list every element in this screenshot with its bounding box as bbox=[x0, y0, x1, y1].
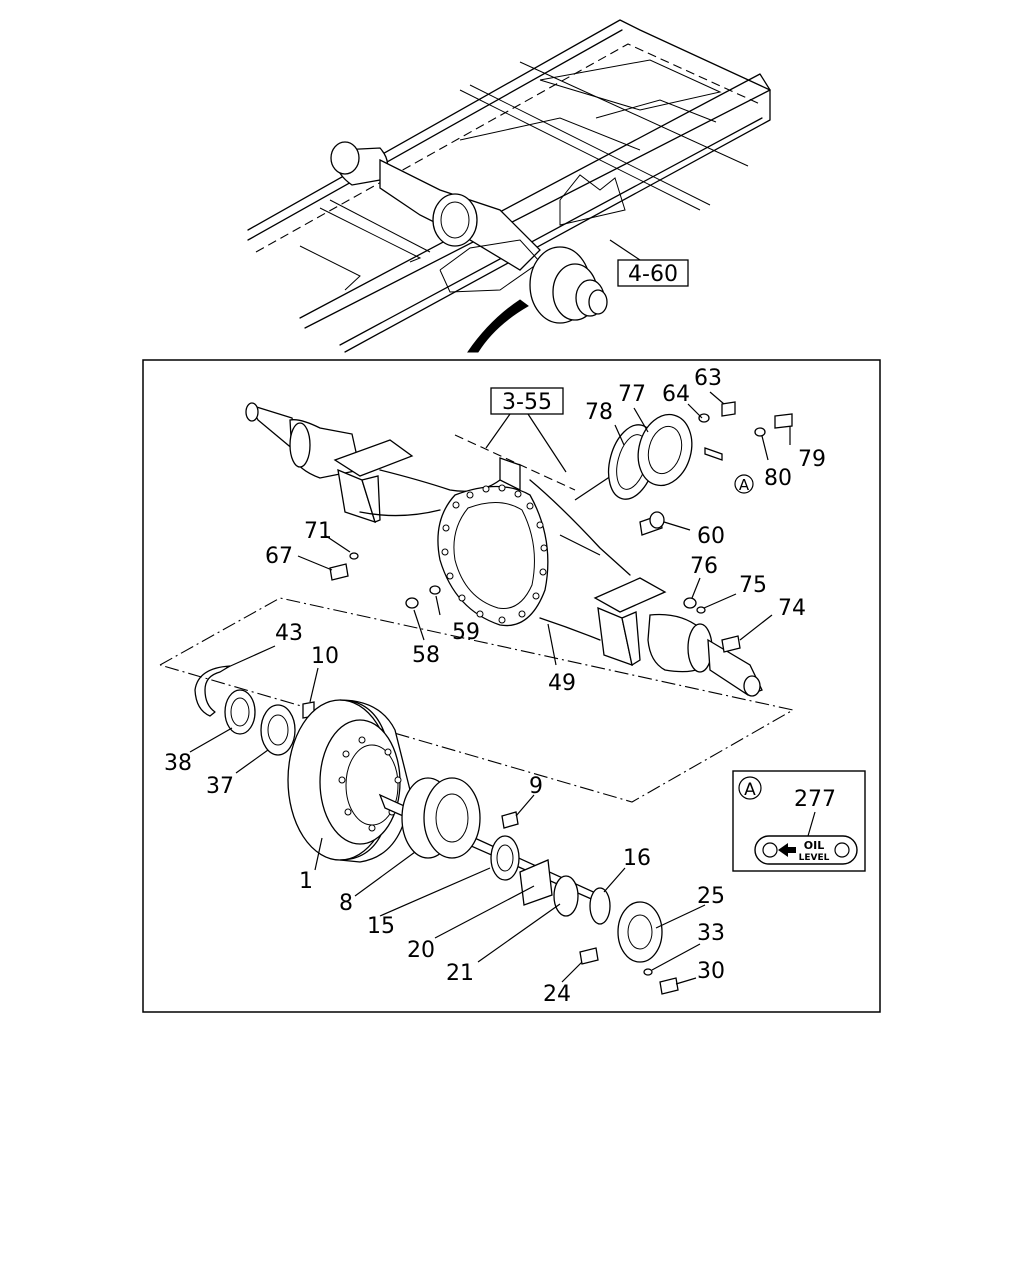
callout-numbers: 63 77 64 78 79 80 60 71 67 76 75 74 59 5… bbox=[164, 366, 826, 1007]
detail-part-number: 277 bbox=[794, 787, 836, 812]
cover-gasket-parts: A bbox=[607, 401, 793, 536]
callout-77: 77 bbox=[618, 382, 646, 407]
callout-25: 25 bbox=[697, 884, 725, 909]
callout-10: 10 bbox=[311, 644, 339, 669]
level-label: LEVEL bbox=[799, 853, 830, 863]
hub-drum-assembly bbox=[194, 665, 679, 995]
callout-33: 33 bbox=[697, 921, 725, 946]
banjo-bolt-holes bbox=[441, 484, 548, 624]
exploded-group-outline bbox=[159, 597, 795, 803]
oil-label: OIL bbox=[804, 839, 824, 852]
callout-30: 30 bbox=[697, 959, 725, 984]
callout-67: 67 bbox=[265, 544, 293, 569]
detail-marker-a: A bbox=[744, 780, 756, 800]
callout-80: 80 bbox=[764, 466, 792, 491]
callout-9: 9 bbox=[529, 774, 543, 799]
callout-37: 37 bbox=[206, 774, 234, 799]
callout-63: 63 bbox=[694, 366, 722, 391]
leader-lines bbox=[189, 391, 791, 985]
reference-differential-label: 3-55 bbox=[502, 390, 552, 415]
callout-78: 78 bbox=[585, 400, 613, 425]
callout-1: 1 bbox=[299, 869, 313, 894]
callout-16: 16 bbox=[623, 846, 651, 871]
callout-75: 75 bbox=[739, 573, 767, 598]
callout-71: 71 bbox=[304, 519, 332, 544]
detail-a-box: A 277 OIL LEVEL bbox=[732, 770, 866, 872]
callout-59: 59 bbox=[452, 620, 480, 645]
callout-15: 15 bbox=[367, 914, 395, 939]
callout-21: 21 bbox=[446, 961, 474, 986]
axle-housing-illustration bbox=[245, 402, 763, 697]
callout-74: 74 bbox=[778, 596, 806, 621]
reference-box-differential: 3-55 bbox=[485, 387, 567, 473]
callout-8: 8 bbox=[339, 891, 353, 916]
callout-43: 43 bbox=[275, 621, 303, 646]
detail-marker-a-small: A bbox=[739, 476, 750, 494]
oil-level-plate bbox=[754, 835, 858, 865]
callout-38: 38 bbox=[164, 751, 192, 776]
callout-64: 64 bbox=[662, 382, 690, 407]
callout-24: 24 bbox=[543, 982, 571, 1007]
callout-20: 20 bbox=[407, 938, 435, 963]
small-fastener-parts bbox=[329, 552, 741, 653]
callout-58: 58 bbox=[412, 643, 440, 668]
reference-frame-label: 4-60 bbox=[628, 262, 678, 287]
chassis-frame-illustration bbox=[247, 19, 771, 353]
reference-box-frame: 4-60 bbox=[617, 259, 689, 287]
callout-49: 49 bbox=[548, 671, 576, 696]
callout-60: 60 bbox=[697, 524, 725, 549]
callout-76: 76 bbox=[690, 554, 718, 579]
callout-79: 79 bbox=[798, 447, 826, 472]
arrow-left-icon bbox=[778, 843, 796, 857]
main-diagram-frame bbox=[142, 359, 881, 1013]
